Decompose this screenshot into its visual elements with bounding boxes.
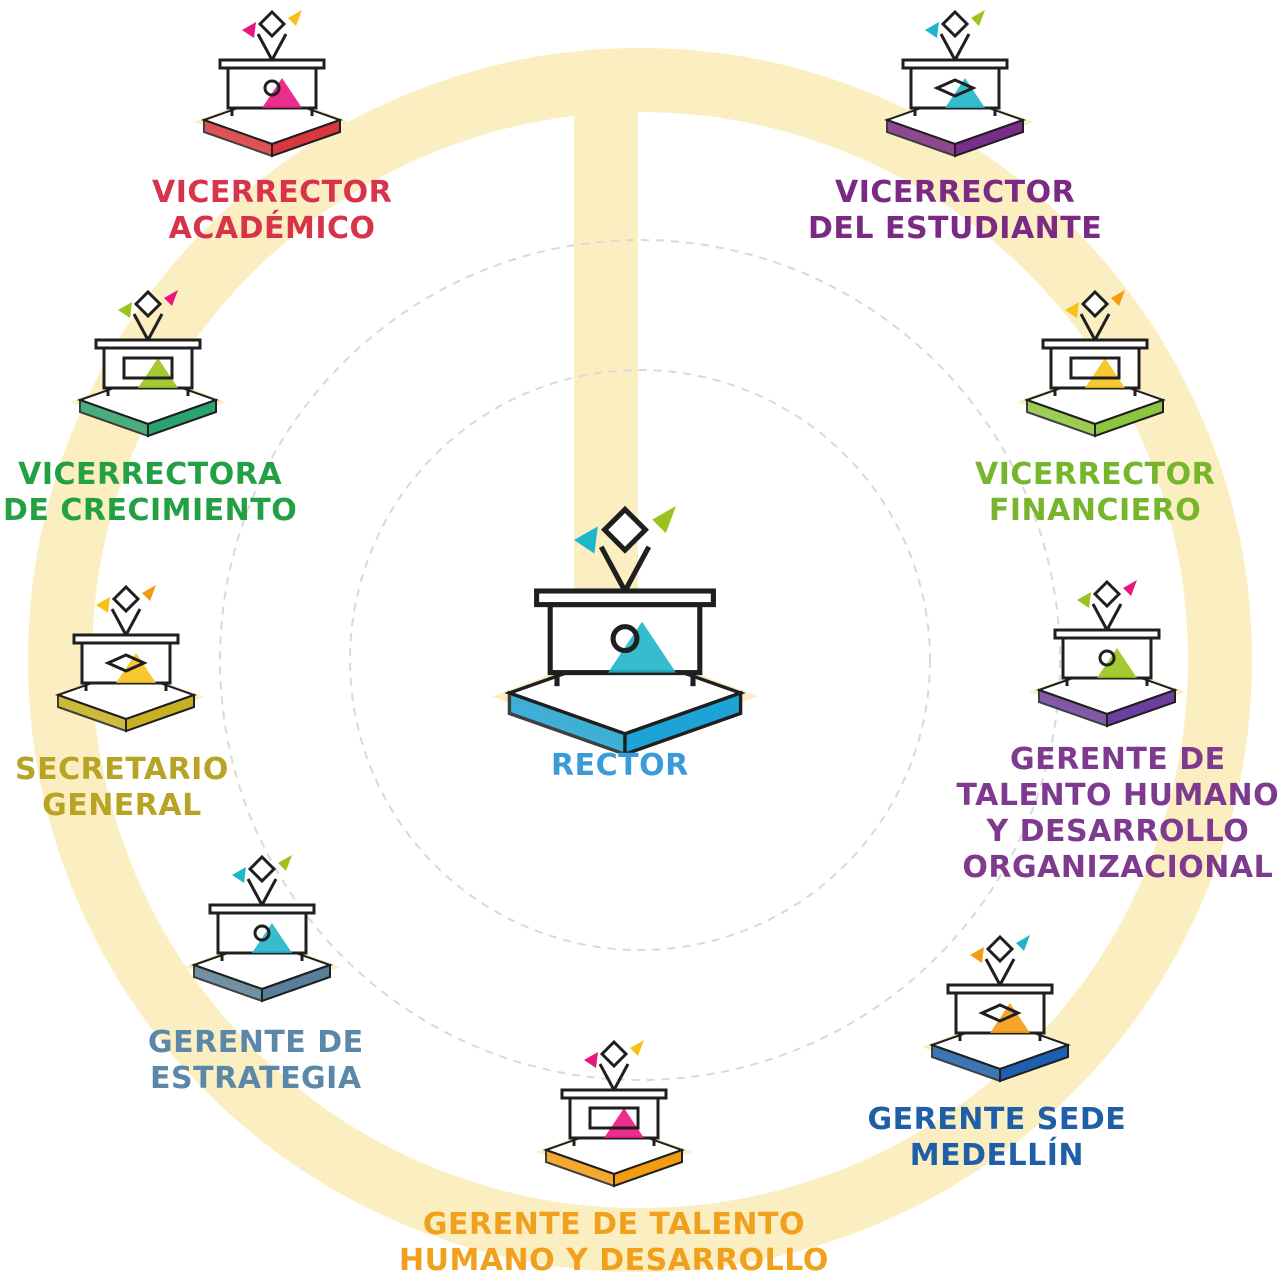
safe-desk-icon	[922, 934, 1078, 1083]
rector-label: RECTOR	[551, 748, 689, 784]
label-line: ACADÉMICO	[168, 211, 376, 246]
tangram-desk-icon	[194, 9, 350, 158]
flag-desk-icon	[184, 854, 340, 1003]
dashed-circle-inner	[349, 369, 931, 951]
label-line: ORGANIZACIONAL	[962, 850, 1274, 885]
label-line: GERENTE DE TALENTO	[422, 1207, 805, 1242]
label-line: GERENTE DE	[1010, 742, 1226, 777]
label-line: VICERRECTORA	[18, 457, 283, 492]
label-line: ESTRATEGIA	[150, 1061, 362, 1096]
windmill-desk-icon	[1029, 579, 1185, 728]
outer-ring	[28, 48, 1252, 1272]
label-line: DE CRECIMIENTO	[3, 493, 298, 528]
label-line: SECRETARIO	[15, 752, 229, 787]
label-line: DEL ESTUDIANTE	[808, 211, 1103, 246]
coin-desk-icon	[1017, 289, 1173, 438]
dashed-circle-outer	[219, 239, 1061, 1081]
camera-desk-icon	[70, 289, 226, 438]
label-line: FINANCIERO	[988, 493, 1202, 528]
label-line: GERENTE DE	[148, 1025, 364, 1060]
label-line: GENERAL	[42, 788, 202, 823]
label-line: Y DESARROLLO	[986, 814, 1250, 849]
label-line: GERENTE SEDE	[867, 1102, 1127, 1137]
label-line: VICERRECTOR	[975, 457, 1216, 492]
label-line: RECTOR	[551, 748, 689, 783]
figure-money-desk-icon	[536, 1039, 692, 1188]
label-line: VICERRECTOR	[835, 175, 1076, 210]
money-desk-icon	[877, 9, 1033, 158]
label-line: MEDELLÍN	[909, 1138, 1084, 1173]
label-line: VICERRECTOR	[152, 175, 393, 210]
coin-desk-yellow-icon	[48, 584, 204, 733]
label-line: TALENTO HUMANO	[956, 778, 1280, 813]
desk-with-box-icon	[492, 505, 758, 757]
label-line: HUMANO Y DESARROLLO	[399, 1243, 829, 1278]
